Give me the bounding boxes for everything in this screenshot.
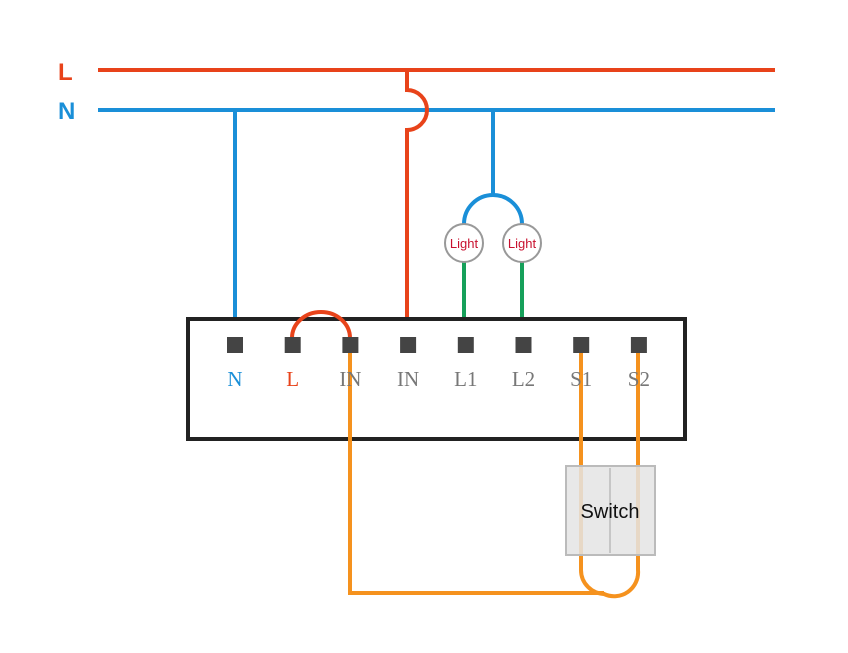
- live-jumper-wire: [290, 310, 352, 345]
- terminal-s2-7: [630, 337, 647, 353]
- terminal-label-l2-5: L2: [512, 367, 535, 391]
- terminal-in-3: [400, 337, 417, 353]
- light-2: Light: [502, 223, 542, 263]
- module-frame: [186, 317, 687, 441]
- switch[interactable]: Switch: [565, 465, 656, 556]
- terminal-label-s1-6: S1: [570, 367, 592, 391]
- live-rail-label: L: [58, 59, 73, 86]
- terminal-l1-4: [457, 337, 474, 353]
- terminal-s1-6: [573, 337, 590, 353]
- switch-s1-wire: [579, 345, 606, 596]
- neutral-rail-label: N: [58, 98, 75, 125]
- terminal-l-1: [284, 337, 301, 353]
- terminal-block: N L IN IN L1 L2 S1 S2: [227, 337, 650, 391]
- terminal-label-l1-4: L1: [454, 367, 477, 391]
- terminal-label-in-2: IN: [339, 367, 361, 391]
- neutral-light-branch: [462, 110, 524, 225]
- switch-s2-wire: [603, 345, 641, 599]
- terminal-label-n-0: N: [227, 367, 242, 391]
- live-drop-wire: [405, 70, 429, 345]
- light-1-label: Light: [450, 236, 479, 251]
- terminal-l2-5: [515, 337, 532, 353]
- terminal-label-s2-7: S2: [628, 367, 650, 391]
- terminal-in-2: [342, 337, 359, 353]
- switch-label: Switch: [581, 501, 640, 523]
- light-1: Light: [444, 223, 484, 263]
- light-2-label: Light: [508, 236, 537, 251]
- terminal-label-in-3: IN: [397, 367, 419, 391]
- terminal-n-0: [227, 337, 243, 353]
- terminal-label-l-1: L: [286, 367, 299, 391]
- switch-return-wire: [348, 345, 604, 595]
